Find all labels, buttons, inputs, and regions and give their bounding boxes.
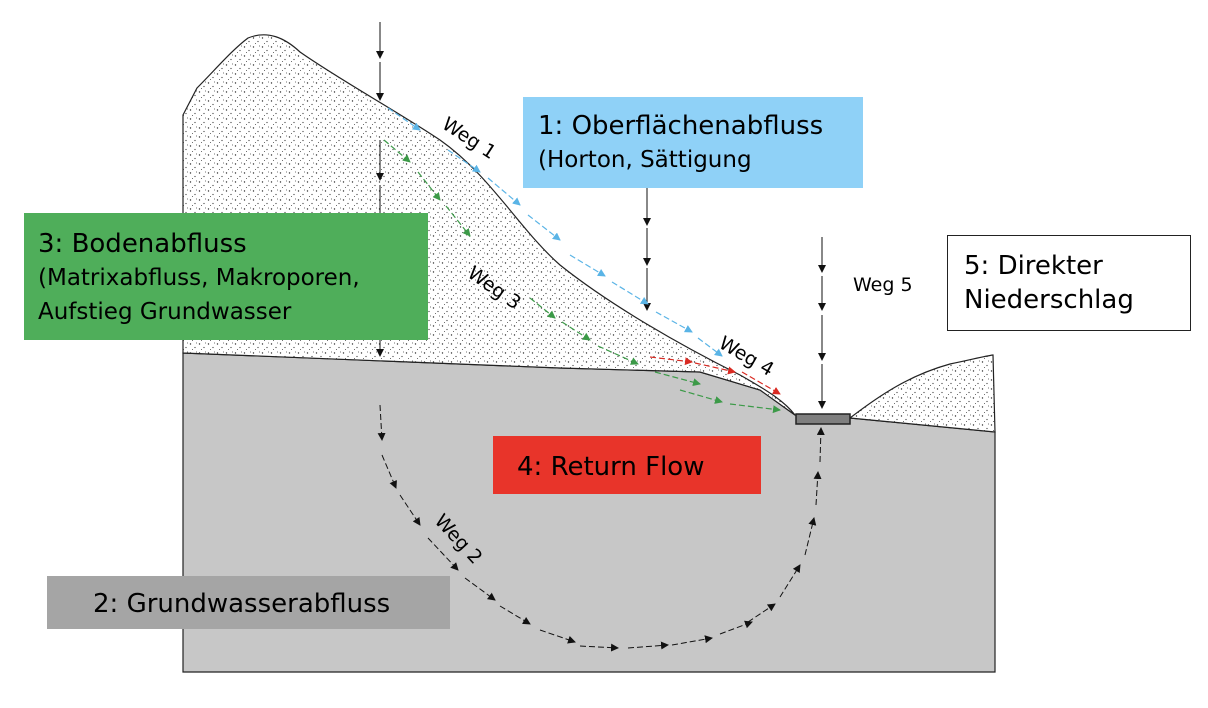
soil-runoff-title: 3: Bodenabfluss <box>38 229 247 259</box>
direct-precipitation-line1: 5: Direkter <box>964 251 1103 281</box>
direct-precipitation-line2: Niederschlag <box>964 285 1134 315</box>
return-flow-box: 4: Return Flow <box>493 436 761 494</box>
stream-channel <box>795 413 851 425</box>
direct-precipitation-box: 5: Direkter Niederschlag <box>947 235 1191 331</box>
path-weg2-arrows <box>377 404 825 652</box>
surface-runoff-subtitle: (Horton, Sättigung <box>538 147 752 173</box>
soil-runoff-line2: (Matrixabfluss, Makroporen, <box>38 265 360 291</box>
label-weg5: Weg 5 <box>853 274 913 296</box>
soil-layer-bank <box>848 354 996 433</box>
soil-runoff-line3: Aufstieg Grundwasser <box>38 299 292 325</box>
path-weg4-arrows <box>649 356 781 395</box>
groundwater-runoff-title: 2: Grundwasserabfluss <box>93 589 391 619</box>
soil-runoff-box: 3: Bodenabfluss (Matrixabfluss, Makropor… <box>24 213 428 340</box>
path-weg3-arrows <box>383 139 781 414</box>
return-flow-title: 4: Return Flow <box>517 452 705 482</box>
groundwater-runoff-box: 2: Grundwasserabfluss <box>47 576 450 629</box>
surface-runoff-title: 1: Oberflächenabfluss <box>538 111 824 141</box>
surface-runoff-box: 1: Oberflächenabfluss (Horton, Sättigung <box>523 97 863 188</box>
path-weg1-arrows <box>387 107 723 357</box>
